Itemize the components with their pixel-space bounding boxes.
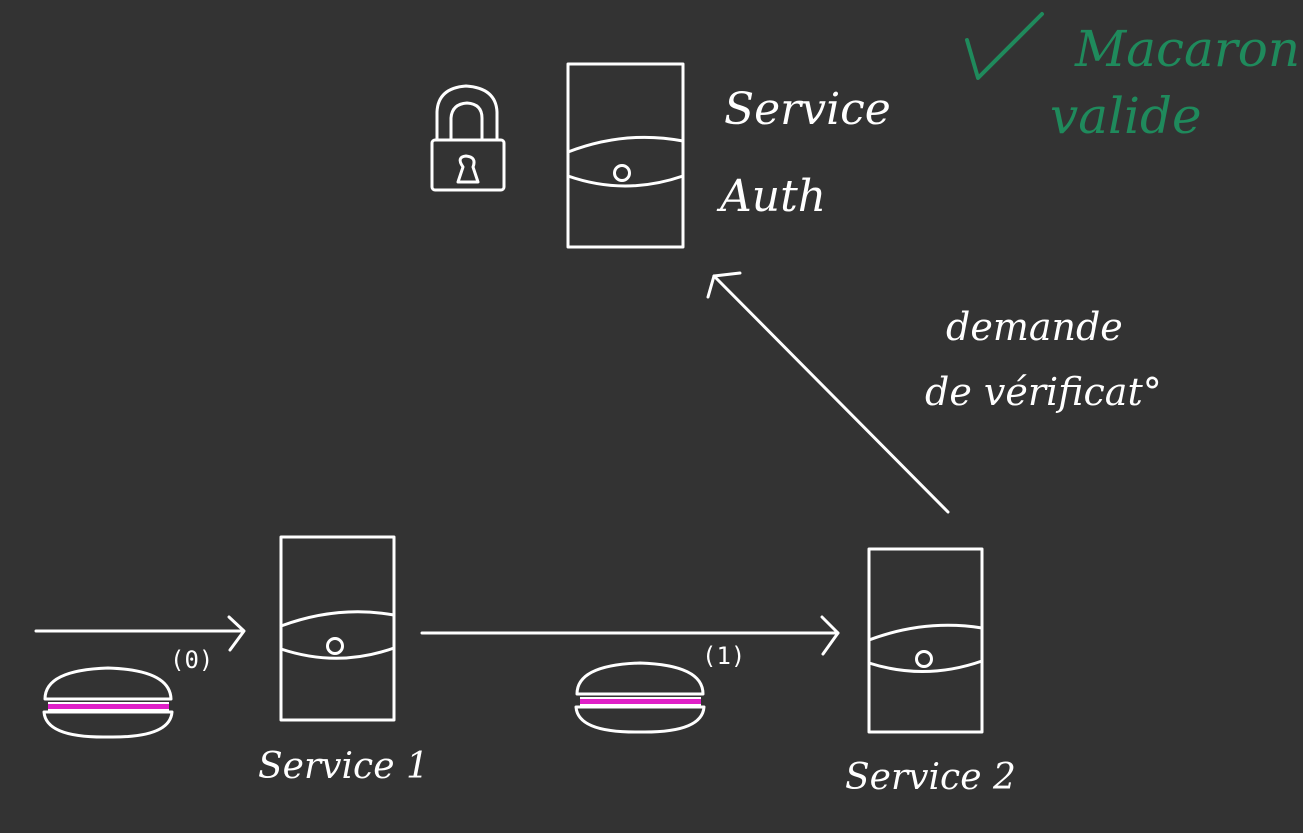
request-label-line1: demande <box>946 305 1123 349</box>
verification-request-arrow <box>706 271 950 514</box>
step0-label: (0) <box>170 646 213 674</box>
step1-arrow <box>420 615 840 656</box>
service1-server-bottom-curve <box>279 646 396 660</box>
service2-server-top-curve <box>867 623 984 642</box>
service1-server-button <box>326 637 344 655</box>
auth-server-body <box>566 62 685 249</box>
service2-server-body <box>867 547 984 734</box>
macaron-icon <box>42 666 174 739</box>
macaron-icon <box>574 661 706 734</box>
service1-label: Service 1 <box>258 746 429 787</box>
valid-check-icon <box>965 12 1044 80</box>
padlock-icon <box>430 84 506 192</box>
service1-server-body <box>279 535 396 722</box>
service1-server-top-curve <box>279 610 396 628</box>
service2-server-button <box>915 650 933 668</box>
auth-server-top-curve <box>566 135 685 154</box>
status-line1: Macaron <box>1074 20 1300 78</box>
service2-label: Service 2 <box>845 757 1016 798</box>
request-label-line2: de vérificat° <box>925 370 1162 414</box>
step0-arrow <box>34 615 246 652</box>
status-line2: valide <box>1050 87 1202 145</box>
service2-server <box>867 547 984 734</box>
auth-label-line1: Service <box>724 84 891 135</box>
auth-label-line2: Auth <box>716 171 826 222</box>
auth-server <box>566 62 685 249</box>
auth-server-bottom-curve <box>566 174 685 188</box>
step1-label: (1) <box>702 642 745 670</box>
auth-server-button <box>613 164 631 182</box>
service1-server <box>279 535 396 722</box>
service2-server-bottom-curve <box>867 659 984 674</box>
